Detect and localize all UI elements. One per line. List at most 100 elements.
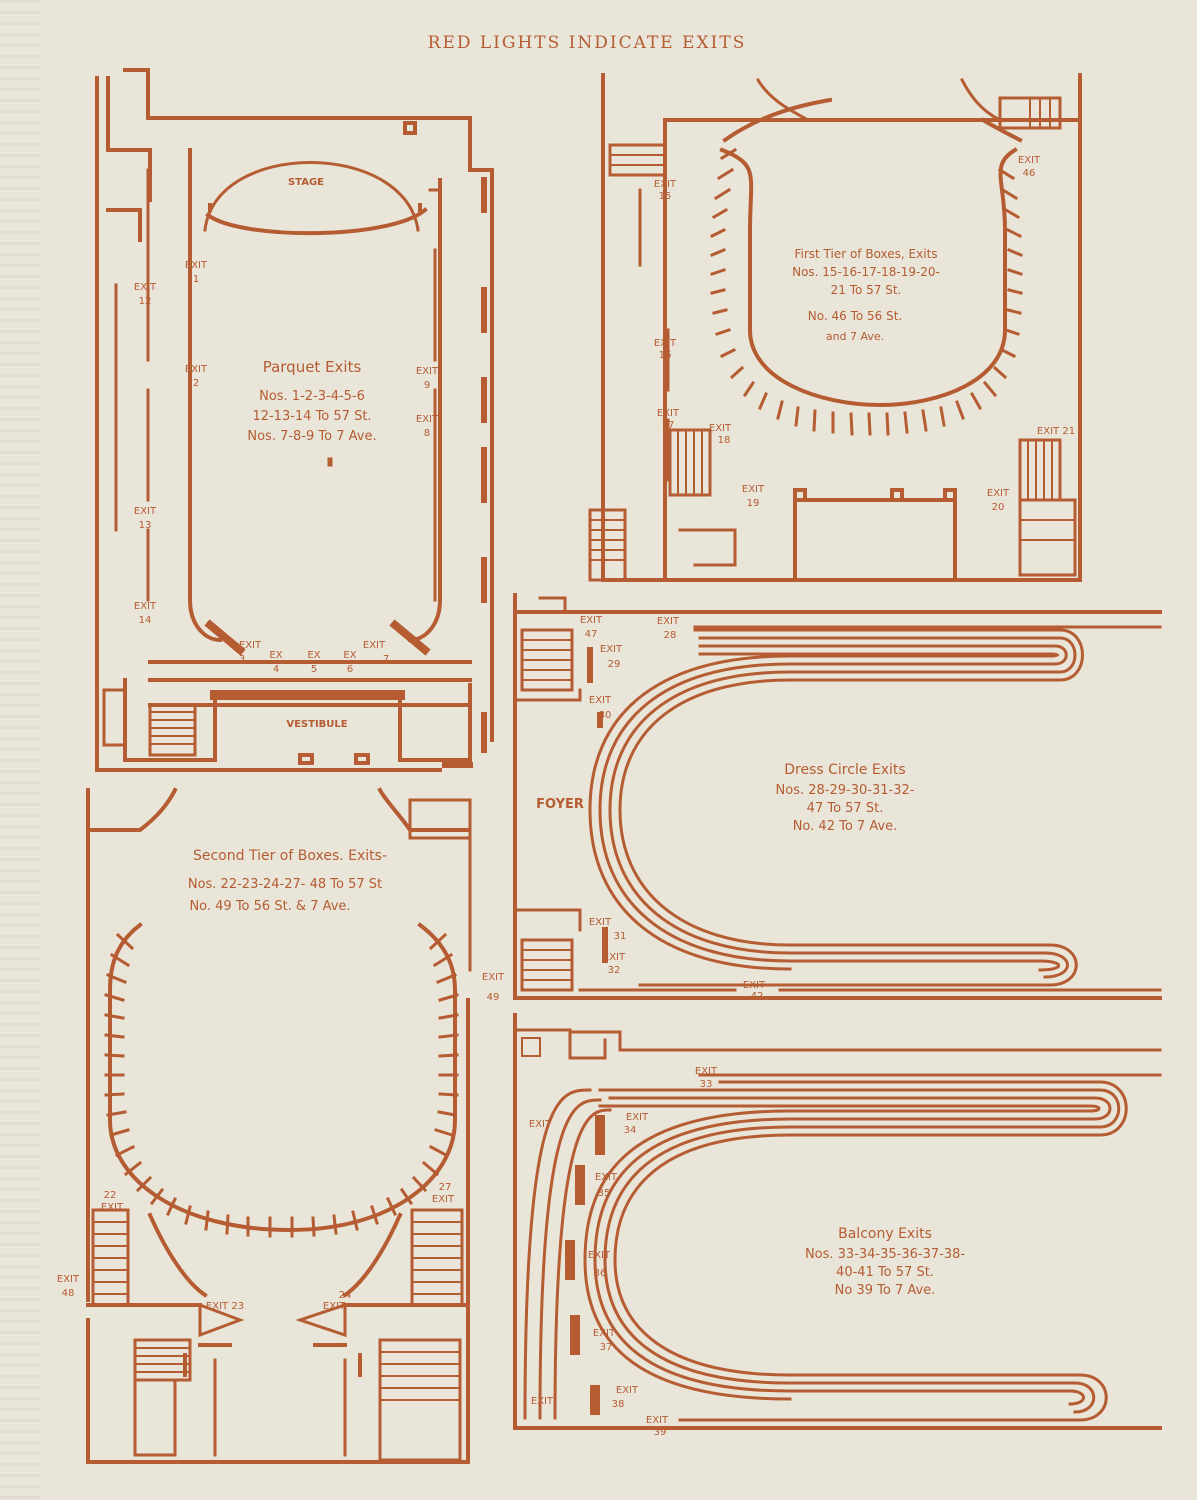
exit-label-9: EXIT 9	[416, 366, 439, 391]
second-tier-box-partitions	[104, 932, 459, 1238]
exit-label-8: EXIT 8	[416, 414, 439, 439]
svg-text:EXIT: EXIT	[593, 1328, 616, 1339]
svg-text:EXIT: EXIT	[657, 616, 680, 627]
exit-label-4: EX4	[269, 650, 282, 675]
svg-text:EXIT: EXIT	[709, 423, 732, 434]
svg-text:12: 12	[139, 296, 152, 307]
svg-text:EXIT: EXIT	[646, 1415, 669, 1426]
svg-text:EXIT: EXIT	[580, 615, 603, 626]
svg-text:32: 32	[608, 965, 621, 976]
first-tier-line-1: Nos. 15-16-17-18-19-20-	[792, 265, 940, 279]
balcony-line-2: 40-41 To 57 St.	[836, 1265, 934, 1280]
svg-text:EXIT: EXIT	[626, 1112, 649, 1123]
first-tier-title: First Tier of Boxes, Exits	[794, 247, 937, 261]
svg-text:EXIT: EXIT	[239, 640, 262, 651]
svg-text:1: 1	[193, 274, 199, 285]
svg-text:EXIT: EXIT	[101, 1202, 124, 1213]
svg-text:39: 39	[654, 1427, 667, 1438]
svg-text:EXIT: EXIT	[134, 601, 157, 612]
svg-text:46: 46	[1023, 168, 1036, 179]
svg-text:EX: EX	[343, 650, 356, 661]
svg-text:6: 6	[347, 664, 353, 675]
svg-text:9: 9	[424, 380, 430, 391]
second-tier-line-1: Nos. 22-23-24-27- 48 To 57 St	[188, 877, 382, 892]
svg-text:EX: EX	[307, 650, 320, 661]
svg-text:EXIT: EXIT	[416, 414, 439, 425]
svg-text:38: 38	[612, 1399, 625, 1410]
svg-text:EXIT: EXIT	[531, 1396, 554, 1407]
svg-text:EXIT: EXIT	[57, 1274, 80, 1285]
exit-label-41: EXIT	[531, 1396, 554, 1407]
balcony-line-1: Nos. 33-34-35-36-37-38-	[805, 1247, 965, 1262]
svg-text:EXIT: EXIT	[657, 408, 680, 419]
svg-text:4: 4	[273, 664, 279, 675]
svg-text:29: 29	[608, 659, 621, 670]
torn-paper-edge	[0, 0, 40, 1500]
exit-label-48: EXIT 48	[57, 1274, 80, 1299]
svg-text:EXIT: EXIT	[134, 282, 157, 293]
svg-text:EXIT: EXIT	[654, 179, 677, 190]
parquet-line-2: 12-13-14 To 57 St.	[252, 409, 371, 424]
svg-text:31: 31	[614, 931, 627, 942]
svg-text:EXIT: EXIT	[416, 366, 439, 377]
svg-text:28: 28	[664, 630, 677, 641]
exit-label-37: EXIT 37	[593, 1328, 616, 1353]
exit-label-21: EXIT 21	[1037, 426, 1075, 437]
svg-text:EXIT: EXIT	[654, 338, 677, 349]
svg-text:EXIT: EXIT	[185, 260, 208, 271]
exit-label-32: EXIT 32	[603, 952, 626, 976]
svg-text:EXIT: EXIT	[743, 980, 766, 991]
first-tier-line-3: No. 46 To 56 St.	[808, 309, 903, 323]
svg-text:EXIT: EXIT	[363, 640, 386, 651]
svg-text:EXIT: EXIT	[987, 488, 1010, 499]
svg-text:EXIT: EXIT	[603, 952, 626, 963]
svg-text:EXIT: EXIT	[482, 972, 505, 983]
svg-text:19: 19	[747, 498, 760, 509]
svg-text:EXIT: EXIT	[529, 1119, 552, 1130]
svg-text:EXIT: EXIT	[323, 1301, 346, 1312]
balcony-title: Balcony Exits	[838, 1226, 932, 1242]
svg-text:EXIT: EXIT	[595, 1172, 618, 1183]
parquet-line-3: Nos. 7-8-9 To 7 Ave.	[247, 429, 376, 444]
svg-text:EXIT: EXIT	[588, 1250, 611, 1261]
svg-text:EXIT: EXIT	[134, 506, 157, 517]
dress-circle-line-3: No. 42 To 7 Ave.	[793, 819, 898, 834]
exit-label-40: EXIT	[529, 1119, 552, 1130]
svg-text:42: 42	[751, 991, 764, 1002]
exit-label-12: EXIT 12	[134, 282, 157, 307]
svg-text:37: 37	[600, 1342, 613, 1353]
svg-text:27: 27	[439, 1182, 452, 1193]
parquet-plan	[95, 68, 494, 772]
first-tier-line-4: and 7 Ave.	[826, 330, 884, 343]
svg-text:48: 48	[62, 1288, 75, 1299]
exit-label-28: EXIT 28	[657, 616, 680, 641]
svg-text:8: 8	[424, 428, 430, 439]
exit-label-23: EXIT 23	[206, 1301, 244, 1312]
dress-circle-line-2: 47 To 57 St.	[807, 801, 884, 816]
exit-label-5: EX5	[307, 650, 320, 675]
vestibule-label: VESTIBULE	[286, 719, 347, 730]
svg-text:EXIT: EXIT	[589, 695, 612, 706]
svg-text:35: 35	[598, 1188, 611, 1199]
second-tier-line-2: No. 49 To 56 St. & 7 Ave.	[189, 899, 350, 914]
svg-text:30: 30	[599, 710, 612, 721]
